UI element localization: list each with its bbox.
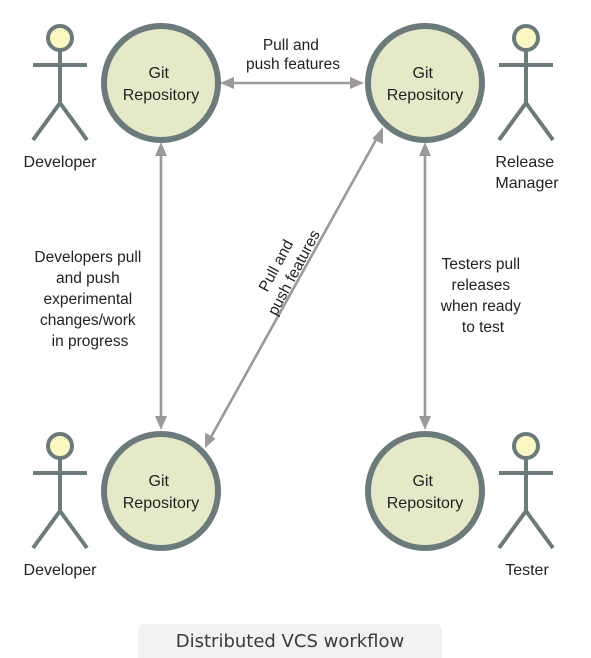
repository-label-line: Git bbox=[149, 65, 170, 82]
repository-label: Git Repository bbox=[123, 65, 199, 104]
edge-label-right: Testers pull releases when ready to test bbox=[440, 256, 525, 336]
repository-top-left: Git Repository bbox=[101, 23, 221, 143]
actor-label-line: Release bbox=[495, 154, 554, 171]
repository-bottom-right: Git Repository bbox=[365, 431, 485, 551]
edge-label-line: changes/work bbox=[40, 312, 136, 329]
actor-label: Developer bbox=[24, 154, 98, 171]
edge-label-line: in progress bbox=[52, 333, 129, 350]
edge-label-line: push features bbox=[246, 56, 340, 73]
actor-label: Release Manager bbox=[495, 154, 559, 192]
actor-tester: Tester bbox=[497, 432, 555, 579]
actor-label: Tester bbox=[505, 562, 549, 579]
edge-label-line: Developers pull bbox=[34, 249, 141, 266]
repository-top-right: Git Repository bbox=[365, 23, 485, 143]
actor-release-manager: Release Manager bbox=[495, 24, 559, 192]
actor-label: Developer bbox=[24, 562, 98, 579]
edge-label-line: when ready bbox=[440, 298, 521, 315]
actor-label-line: Manager bbox=[495, 175, 559, 192]
repository-label-line: Repository bbox=[387, 87, 463, 104]
edge-label-top: Pull and push features bbox=[246, 37, 340, 73]
repository-label-line: Git bbox=[413, 65, 434, 82]
edge-label-line: to test bbox=[462, 319, 505, 336]
edge-label-left: Developers pull and push experimental ch… bbox=[34, 249, 145, 350]
repository-label-line: Git bbox=[413, 473, 434, 490]
arrow-left-vertical bbox=[155, 142, 167, 430]
repository-bottom-left: Git Repository bbox=[101, 431, 221, 551]
stick-figure-icon bbox=[31, 24, 89, 142]
arrow-diagonal bbox=[205, 127, 383, 448]
edge-label-line: and push bbox=[56, 270, 120, 287]
repository-label: Git Repository bbox=[387, 473, 463, 512]
actor-developer-bottom: Developer bbox=[24, 432, 98, 579]
stick-figure-icon bbox=[497, 24, 555, 142]
edge-label-line: releases bbox=[452, 277, 511, 294]
stick-figure-icon bbox=[497, 432, 555, 550]
repository-label: Git Repository bbox=[387, 65, 463, 104]
stick-figure-icon bbox=[31, 432, 89, 550]
repository-label-line: Repository bbox=[123, 87, 199, 104]
edge-label-diagonal: Pull and push features bbox=[248, 218, 324, 318]
repository-label-line: Repository bbox=[123, 495, 199, 512]
edge-label-diagonal-group: Pull and push features bbox=[248, 218, 324, 318]
figure-caption: Distributed VCS workflow bbox=[138, 624, 442, 658]
edge-label-line: experimental bbox=[43, 291, 132, 308]
edge-label-line: Pull and bbox=[263, 37, 319, 54]
arrow-right-vertical bbox=[419, 142, 431, 430]
edge-label-line: Testers pull bbox=[442, 256, 520, 273]
actor-developer-top: Developer bbox=[24, 24, 98, 171]
repository-label-line: Git bbox=[149, 473, 170, 490]
arrow-top-horizontal bbox=[220, 77, 364, 89]
repository-label: Git Repository bbox=[123, 473, 199, 512]
caption-text: Distributed VCS workflow bbox=[175, 630, 405, 652]
repository-label-line: Repository bbox=[387, 495, 463, 512]
